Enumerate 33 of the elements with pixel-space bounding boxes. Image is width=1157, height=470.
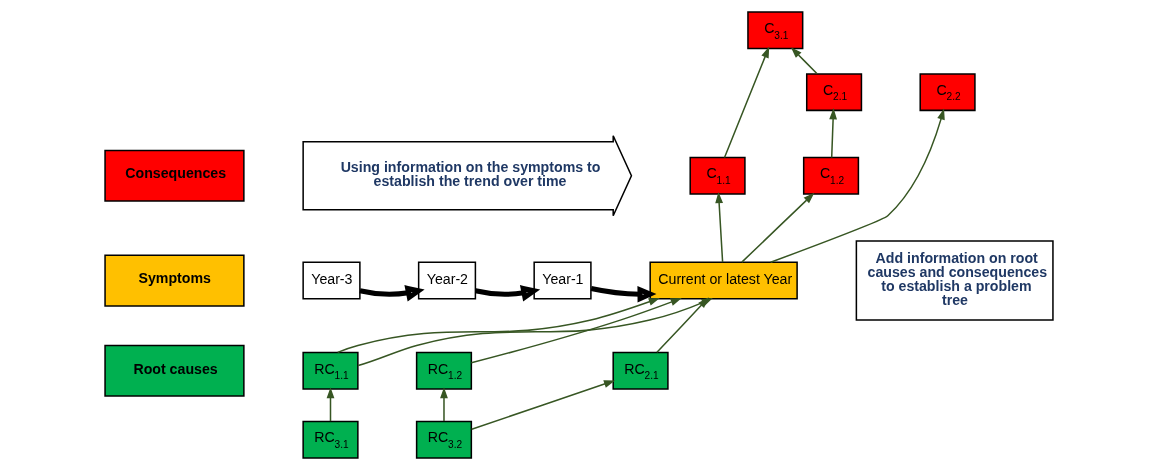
arrow: [470, 298, 682, 364]
arrow: [828, 108, 837, 159]
node-box: Consequences: [103, 149, 245, 202]
arrow: [358, 285, 425, 302]
arrow: [790, 47, 818, 75]
arrow: [714, 191, 723, 263]
arrow: [655, 297, 709, 354]
arrow: [590, 285, 656, 303]
node-box: Add information on root causes and consequences to establish a problem tree: [855, 240, 1054, 321]
arrow: [723, 46, 769, 159]
arrow: [336, 298, 660, 354]
node-box: RC$_{3.2}$: [415, 420, 472, 459]
node-box: C$_{2.1}$: [805, 73, 862, 112]
arrow: [326, 387, 334, 422]
node-box: Year-3: [301, 261, 361, 300]
node-box: RC$_{2.1}$: [611, 351, 669, 390]
node-box: Symptoms: [103, 254, 245, 307]
node-box: C$_{2.2}$: [918, 73, 976, 112]
arrow: [439, 387, 448, 422]
node-box: C$_{3.1}$: [746, 11, 803, 50]
node-box: Year-1: [532, 261, 592, 300]
node-box: Year-2: [417, 261, 476, 300]
node-box: RC$_{3.1}$: [301, 420, 359, 459]
node-box: RC$_{1.2}$: [415, 351, 472, 390]
node-box: C$_{1.1}$: [688, 156, 746, 195]
arrow: [474, 285, 540, 302]
arrow: [769, 108, 945, 263]
node-box: RC$_{1.1}$: [301, 351, 359, 390]
node-box: C$_{1.2}$: [802, 156, 859, 195]
arrow: [740, 192, 814, 263]
node-box: Current or latest Year: [648, 261, 798, 300]
node-box: Root causes: [103, 344, 245, 397]
arrow: [470, 380, 615, 430]
